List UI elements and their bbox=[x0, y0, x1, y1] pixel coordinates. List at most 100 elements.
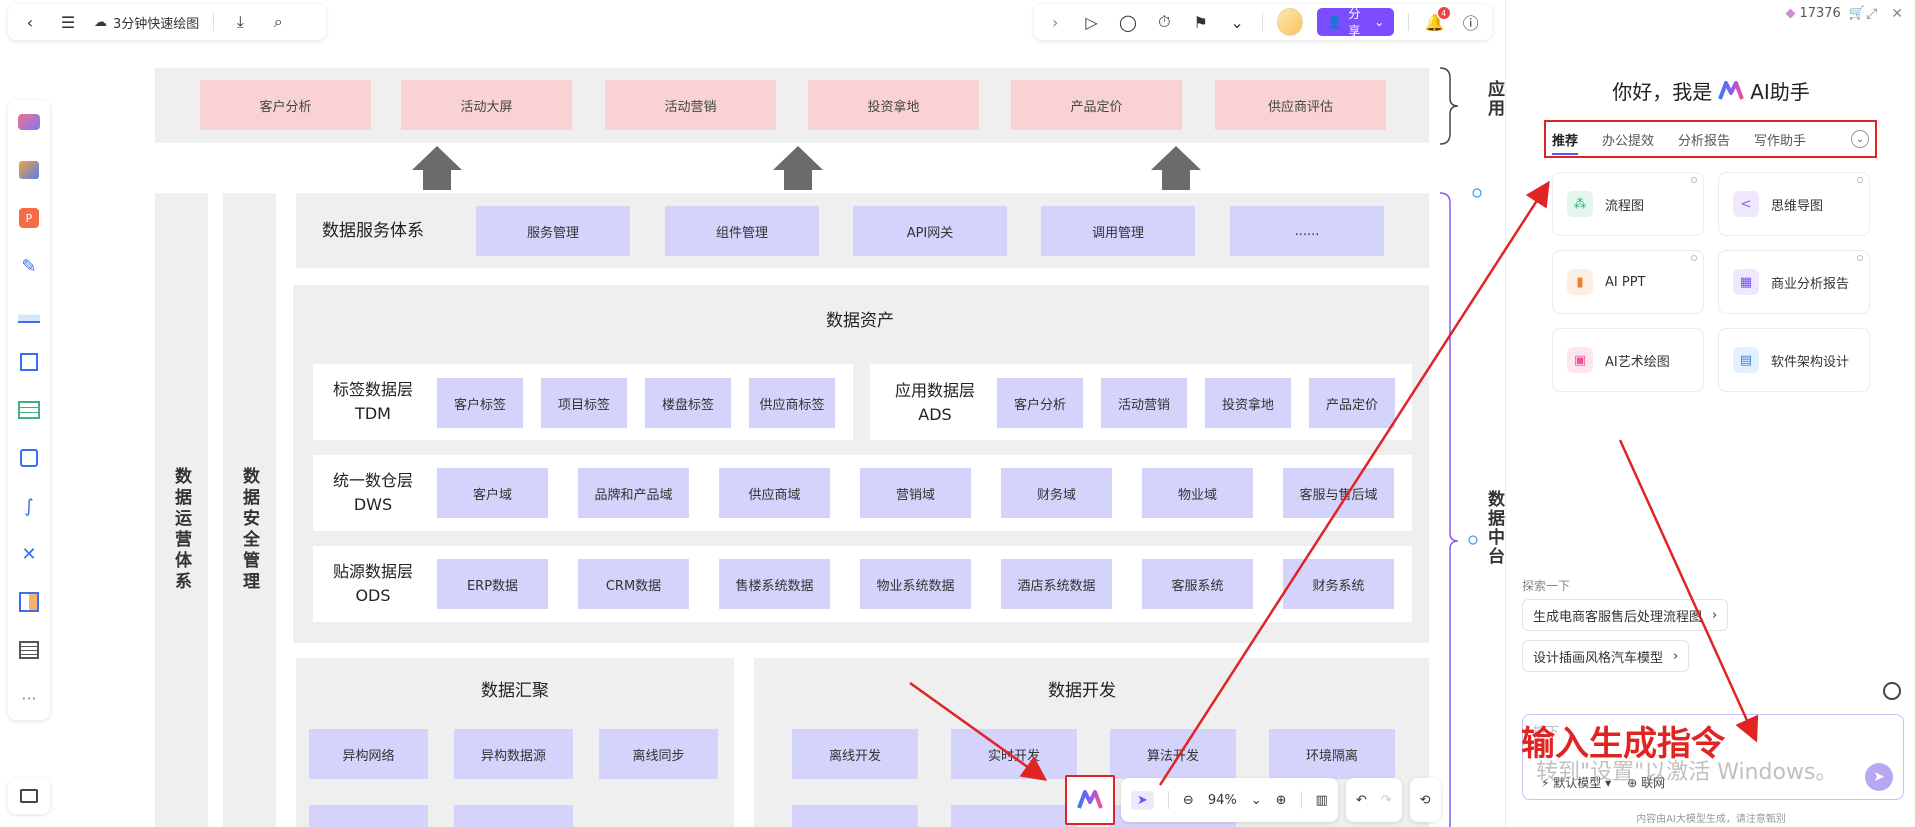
aggregation-item[interactable]: 异构数据源 bbox=[454, 729, 573, 779]
tdm-item[interactable]: 项目标签 bbox=[541, 378, 627, 428]
dws-item[interactable]: 客户域 bbox=[437, 468, 548, 518]
card-ai-art[interactable]: ▣ AI艺术绘图 bbox=[1552, 328, 1704, 392]
dws-item[interactable]: 供应商域 bbox=[719, 468, 830, 518]
dws-item[interactable]: 财务域 bbox=[1001, 468, 1112, 518]
dws-item[interactable]: 营销域 bbox=[860, 468, 971, 518]
data-ops-column[interactable] bbox=[155, 193, 208, 827]
menu-icon[interactable]: ☰ bbox=[60, 12, 76, 32]
cart-icon[interactable]: 🛒 bbox=[1848, 6, 1865, 21]
ods-item[interactable]: ERP数据 bbox=[437, 559, 548, 609]
avatar[interactable] bbox=[1277, 8, 1304, 36]
chevron-right-icon[interactable]: › bbox=[1051, 12, 1059, 32]
aggregation-item[interactable]: 异构网络 bbox=[309, 729, 428, 779]
development-item[interactable]: 离线开发 bbox=[792, 729, 918, 779]
development-item-partial[interactable] bbox=[792, 805, 918, 827]
chevron-down-icon[interactable]: ⌄ bbox=[1851, 130, 1869, 148]
play-icon[interactable]: ▷ bbox=[1085, 12, 1098, 32]
suggestion-item[interactable]: 设计插画风格汽车模型 › bbox=[1522, 640, 1690, 672]
zoom-level[interactable]: 94% bbox=[1207, 792, 1237, 808]
back-icon[interactable]: ‹ bbox=[26, 12, 34, 32]
download-icon[interactable]: ⤓ bbox=[236, 12, 244, 31]
tab-office[interactable]: 办公提效 bbox=[1602, 133, 1655, 149]
aggregation-item-partial[interactable] bbox=[309, 805, 428, 827]
laser-pointer-icon[interactable]: ⚑ bbox=[1193, 12, 1208, 32]
search-icon[interactable]: ⌕ bbox=[273, 12, 283, 31]
expand-icon[interactable]: ⤢ bbox=[1866, 6, 1878, 22]
tdm-item[interactable]: 客户标签 bbox=[437, 378, 523, 428]
ods-item[interactable]: 售楼系统数据 bbox=[719, 559, 830, 609]
development-item[interactable]: 实时开发 bbox=[951, 729, 1077, 779]
map-icon[interactable]: ▥ bbox=[1315, 792, 1328, 808]
card-business-report[interactable]: ▦ 商业分析报告 bbox=[1718, 250, 1870, 314]
web-search-toggle[interactable]: ⊕ 联网 bbox=[1627, 776, 1666, 790]
development-item-partial[interactable] bbox=[951, 805, 1077, 827]
dws-item[interactable]: 物业域 bbox=[1142, 468, 1253, 518]
comment-icon[interactable]: ◯ bbox=[1118, 12, 1137, 32]
development-item[interactable]: 环境隔离 bbox=[1269, 729, 1395, 779]
zoom-out-icon[interactable]: ⊖ bbox=[1182, 792, 1194, 808]
history-clock-icon[interactable] bbox=[1883, 682, 1901, 700]
close-icon[interactable]: ✕ bbox=[1891, 6, 1903, 22]
share-button[interactable]: 👤 分享 ⌄ bbox=[1317, 7, 1395, 38]
help-icon[interactable]: ⓘ bbox=[1462, 14, 1479, 33]
diagram-canvas[interactable]: ‹ ☰ ☁ 3分钟快速绘图 ⤓ ⌕ › ▷ ◯ ⏱ ⚑ ⌄ 👤 分享 ⌄ 🔔 4… bbox=[0, 0, 1505, 827]
history-icon[interactable]: ⟲ bbox=[1419, 792, 1431, 808]
undo-icon[interactable]: ↶ bbox=[1355, 792, 1367, 808]
ppt-icon[interactable]: P bbox=[15, 204, 43, 232]
material-icon[interactable] bbox=[15, 156, 43, 184]
redo-icon[interactable]: ↷ bbox=[1380, 792, 1392, 808]
select-pointer-icon[interactable]: ➤ bbox=[1131, 790, 1154, 810]
list-icon[interactable] bbox=[15, 636, 43, 664]
data-security-column[interactable] bbox=[223, 193, 276, 827]
ai-assistant-button[interactable] bbox=[1065, 775, 1115, 825]
card-mindmap[interactable]: < 思维导图 bbox=[1718, 172, 1870, 236]
app-item[interactable]: 产品定价 bbox=[1011, 80, 1182, 130]
tab-writing[interactable]: 写作助手 bbox=[1754, 133, 1807, 149]
double-chevron-down-icon[interactable]: ⌄ bbox=[1230, 12, 1244, 32]
document-title[interactable]: ☁ 3分钟快速绘图 bbox=[94, 14, 200, 32]
service-item[interactable]: API网关 bbox=[853, 206, 1007, 256]
dws-item[interactable]: 客服与售后域 bbox=[1283, 468, 1394, 518]
templates-icon[interactable] bbox=[15, 108, 43, 136]
ods-item[interactable]: 酒店系统数据 bbox=[1001, 559, 1112, 609]
minimap-icon[interactable] bbox=[8, 778, 50, 814]
ods-item[interactable]: CRM数据 bbox=[578, 559, 689, 609]
app-item[interactable]: 供应商评估 bbox=[1215, 80, 1386, 130]
zoom-in-icon[interactable]: ⊕ bbox=[1275, 792, 1287, 808]
ads-item[interactable]: 活动营销 bbox=[1101, 378, 1187, 428]
development-item[interactable]: 算法开发 bbox=[1110, 729, 1236, 779]
timer-icon[interactable]: ⏱ bbox=[1158, 12, 1171, 31]
aggregation-item-partial[interactable] bbox=[454, 805, 573, 827]
more-icon[interactable]: ··· bbox=[21, 688, 37, 708]
tdm-item[interactable]: 供应商标签 bbox=[749, 378, 835, 428]
ods-item[interactable]: 物业系统数据 bbox=[860, 559, 971, 609]
credit-balance[interactable]: ◆ 17376 bbox=[1785, 6, 1841, 21]
ads-item[interactable]: 投资拿地 bbox=[1205, 378, 1291, 428]
service-item[interactable]: 调用管理 bbox=[1041, 206, 1195, 256]
ads-item[interactable]: 产品定价 bbox=[1309, 378, 1395, 428]
suggestion-item[interactable]: 生成电商客服售后处理流程图 › bbox=[1522, 599, 1729, 631]
tab-report[interactable]: 分析报告 bbox=[1678, 133, 1731, 149]
chart-icon[interactable] bbox=[15, 300, 43, 328]
connector-icon[interactable]: ∫ bbox=[24, 495, 34, 517]
chevron-down-icon[interactable]: ⌄ bbox=[1374, 15, 1385, 29]
card-ai-ppt[interactable]: ▮ AI PPT bbox=[1552, 250, 1704, 314]
ads-item[interactable]: 客户分析 bbox=[997, 378, 1083, 428]
notification-bell-icon[interactable]: 🔔 4 bbox=[1423, 7, 1450, 34]
ods-item[interactable]: 客服系统 bbox=[1142, 559, 1253, 609]
table-icon[interactable] bbox=[15, 396, 43, 424]
layout-icon[interactable] bbox=[15, 588, 43, 616]
tdm-item[interactable]: 楼盘标签 bbox=[645, 378, 731, 428]
ods-item[interactable]: 财务系统 bbox=[1283, 559, 1394, 609]
app-item[interactable]: 客户分析 bbox=[200, 80, 371, 130]
chevron-down-icon[interactable]: ⌄ bbox=[1250, 792, 1262, 808]
service-item[interactable]: 服务管理 bbox=[476, 206, 630, 256]
card-flowchart[interactable]: ⁂ 流程图 bbox=[1552, 172, 1704, 236]
tab-recommend[interactable]: 推荐 bbox=[1552, 130, 1579, 155]
pen-icon[interactable]: ✎ bbox=[21, 255, 37, 277]
aggregation-item[interactable]: 离线同步 bbox=[599, 729, 718, 779]
service-item[interactable]: ...... bbox=[1230, 206, 1384, 256]
app-item[interactable]: 投资拿地 bbox=[808, 80, 979, 130]
frame-icon[interactable] bbox=[15, 348, 43, 376]
service-item[interactable]: 组件管理 bbox=[665, 206, 819, 256]
